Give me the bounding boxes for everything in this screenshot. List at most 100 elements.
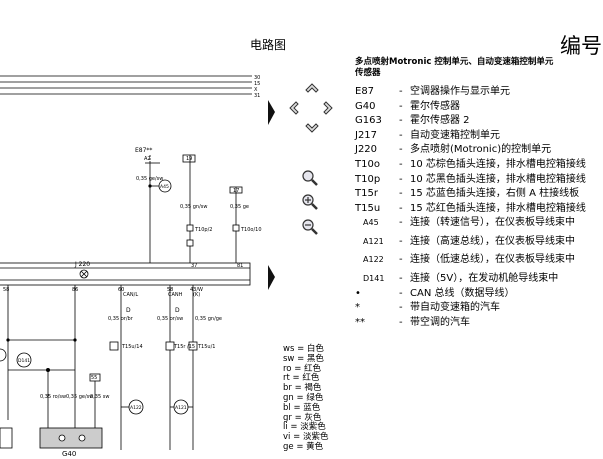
color-key-item: ro = 红色 [283, 363, 322, 374]
next-page-arrow-icon[interactable] [268, 265, 275, 290]
color-key-item: bl = 蓝色 [283, 402, 321, 413]
prev-page-arrow-icon[interactable] [268, 100, 275, 125]
label-n81: 81 [237, 263, 243, 269]
legend-text: 霍尔传感器 [410, 100, 460, 112]
legend-code: ** [355, 316, 365, 328]
color-name: 淡紫色 [300, 422, 326, 433]
color-key-item: gn = 绿色 [283, 392, 324, 403]
legend-code: J217 [355, 129, 378, 141]
legend-dash: - [399, 235, 403, 247]
legend-code: J220 [355, 144, 378, 156]
legend-code: T10o [355, 159, 380, 170]
legend-dash: - [399, 159, 403, 170]
label-wire6: 0,35 gn/ge [195, 316, 222, 322]
legend-code: A45 [363, 218, 379, 228]
legend-dash: - [399, 202, 403, 214]
label-t10p2: T10p/2 [194, 227, 212, 233]
legend-code: A121 [363, 236, 384, 246]
color-name: 绿色 [306, 392, 324, 403]
label-n86: 86 [72, 287, 78, 293]
label-box55: 55 [91, 375, 97, 381]
legend-text: CAN 总线（数据导线） [410, 287, 515, 299]
legend-text: 带自动变速箱的汽车 [410, 302, 500, 314]
label-box19: 19 [186, 156, 192, 162]
color-name: 黄色 [306, 441, 324, 452]
label-d2: D [175, 307, 180, 314]
legend-code: E87 [355, 86, 375, 97]
label-wire9: 0,35 sw [90, 394, 109, 400]
navigation-controls [268, 83, 333, 290]
legend-code: G163 [355, 115, 382, 127]
label-t15u14: T15u/14 [121, 344, 143, 350]
legend-text: 10 芯黑色插头连接，排水槽电控箱接线 [410, 173, 586, 185]
label-a122: A122 [130, 405, 142, 411]
label-wire7: 0,35 ro/sw [40, 394, 66, 400]
label-wire2: 0,35 gn/sw [180, 204, 207, 210]
color-abbr: br [283, 383, 292, 394]
label-a121: A121 [175, 405, 187, 411]
legend-dash: - [399, 217, 403, 229]
page-title: 电路图 [250, 38, 287, 52]
label-n37: 37 [191, 263, 197, 269]
legend-text: 连接（低速总线），在仪表板导线束中 [410, 254, 575, 266]
legend-text: 自动变速箱控制单元 [410, 129, 500, 141]
pan-left-icon[interactable] [289, 101, 299, 115]
legend-dash: - [399, 287, 403, 299]
legend-dash: - [399, 188, 403, 200]
color-name: 白色 [306, 344, 324, 354]
description-title-line2: 传感器 [355, 68, 381, 78]
label-e87: E87** [135, 147, 152, 154]
zoom-fit-icon[interactable] [302, 170, 318, 186]
legend-dash: - [399, 254, 403, 266]
label-canl: CAN/L [123, 292, 138, 298]
legend-code: T15u [355, 202, 381, 214]
label-wire3: 0,35 ge [230, 204, 249, 210]
label-a45: A45 [160, 184, 169, 190]
color-key-item: vi = 淡紫色 [283, 432, 329, 443]
label-g40: G40 [62, 450, 76, 458]
label-box17: 17 [233, 188, 239, 194]
legend-text: 带空调的汽车 [410, 316, 470, 328]
label-topx: X [254, 87, 258, 93]
color-abbr: ge [283, 441, 294, 452]
circuit-diagram: 30 15 X 31 E87** A2 A45 19 17 0,35 ge/sw… [0, 75, 262, 458]
label-a2: A2 [144, 156, 151, 162]
label-n60: 60 [118, 287, 124, 293]
legend-code: • [355, 287, 361, 299]
legend-text: 连接（5V），在发动机舱导线束中 [410, 272, 559, 284]
label-d141: D141 [18, 358, 30, 364]
pan-up-icon[interactable] [305, 83, 319, 93]
legend-text: 15 芯蓝色插头连接，右侧 A 柱接线板 [410, 188, 580, 200]
zoom-in-icon[interactable] [302, 194, 318, 210]
label-n58b: 58 [167, 287, 173, 293]
color-name: 褐色 [304, 383, 322, 394]
legend-code: T10p [355, 173, 381, 185]
pan-right-icon[interactable] [323, 101, 333, 115]
legend-dash: - [399, 272, 403, 284]
color-abbr: gr [283, 412, 292, 423]
label-top15: 15 [254, 81, 260, 87]
legend-dash: - [399, 173, 403, 185]
label-d1: D [126, 307, 131, 314]
color-abbr: sw [283, 353, 295, 364]
zoom-out-icon[interactable] [302, 219, 318, 235]
pan-down-icon[interactable] [305, 123, 319, 133]
color-name: 红色 [302, 373, 320, 384]
legend-code: A122 [363, 255, 384, 265]
label-top30: 30 [254, 75, 260, 81]
legend-text: 多点喷射(Motronic)的控制单元 [410, 144, 552, 156]
color-key-item: br = 褐色 [283, 383, 322, 394]
color-key-item: gr = 灰色 [283, 412, 322, 423]
legend-dash: - [399, 129, 403, 141]
label-k: (K) [193, 292, 200, 298]
label-canh: CANH [168, 292, 183, 298]
legend-code: T15r [355, 188, 378, 200]
legend-dash: - [399, 86, 403, 97]
color-key-item: sw = 黑色 [283, 353, 324, 364]
legend-code: G40 [355, 100, 376, 112]
legend-dash: - [399, 115, 403, 127]
label-n43: 43/W [190, 287, 203, 293]
legend-text: 空调器操作与显示单元 [410, 86, 510, 97]
color-abbr: vi [283, 432, 291, 443]
